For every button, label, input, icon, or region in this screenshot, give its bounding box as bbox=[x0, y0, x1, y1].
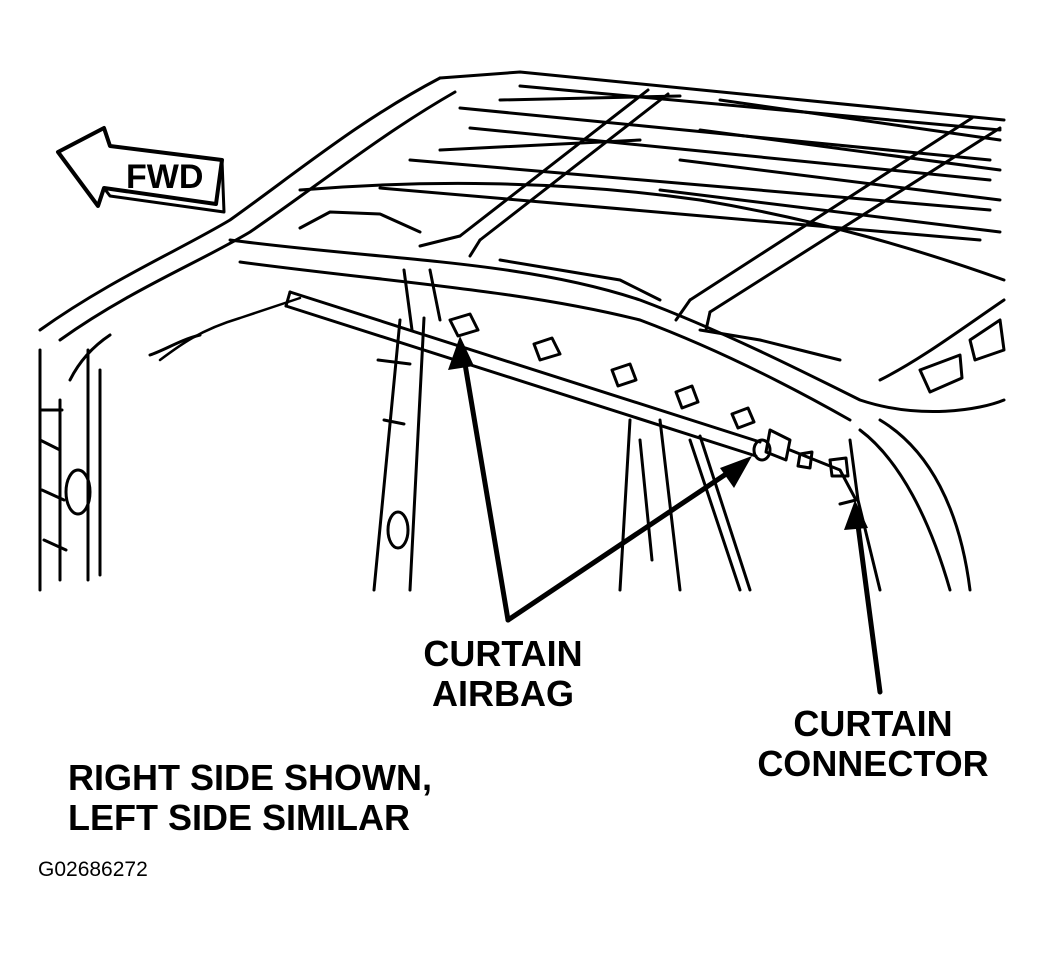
connector-arrowhead bbox=[844, 500, 868, 530]
curtain-airbag-label-line-1: CURTAIN bbox=[423, 633, 583, 674]
roof-bow-front bbox=[418, 88, 670, 258]
side-note: RIGHT SIDE SHOWN, LEFT SIDE SIMILAR bbox=[68, 757, 433, 839]
side-roof-rail bbox=[228, 210, 1006, 422]
side-note-line-2: LEFT SIDE SIMILAR bbox=[68, 797, 410, 839]
connector-leader-arrow bbox=[853, 507, 883, 695]
figure-id: G02686272 bbox=[38, 858, 148, 881]
airbag-leader-arrows bbox=[459, 343, 747, 623]
curtain-airbag-label-line-2: AIRBAG bbox=[432, 673, 574, 715]
forward-arrow-icon: FWD bbox=[56, 126, 226, 214]
c-pillar bbox=[618, 418, 752, 592]
fwd-label: FWD bbox=[126, 158, 203, 196]
d-pillar bbox=[848, 418, 972, 592]
a-pillar bbox=[38, 76, 457, 592]
curtain-connector-label: CURTAIN CONNECTOR bbox=[748, 703, 998, 785]
curtain-airbag bbox=[148, 290, 772, 462]
curtain-airbag-label: CURTAIN AIRBAG bbox=[418, 633, 588, 715]
roof-panel bbox=[298, 70, 1006, 282]
side-note-line-1: RIGHT SIDE SHOWN, bbox=[68, 757, 433, 798]
curtain-connector-label-line-1: CURTAIN bbox=[793, 703, 953, 744]
curtain-connector bbox=[764, 428, 858, 506]
airbag-arrowhead-1 bbox=[448, 336, 474, 370]
airbag-arrowhead-2 bbox=[720, 456, 752, 488]
curtain-connector-label-line-2: CONNECTOR bbox=[757, 743, 989, 785]
b-pillar bbox=[372, 268, 442, 592]
